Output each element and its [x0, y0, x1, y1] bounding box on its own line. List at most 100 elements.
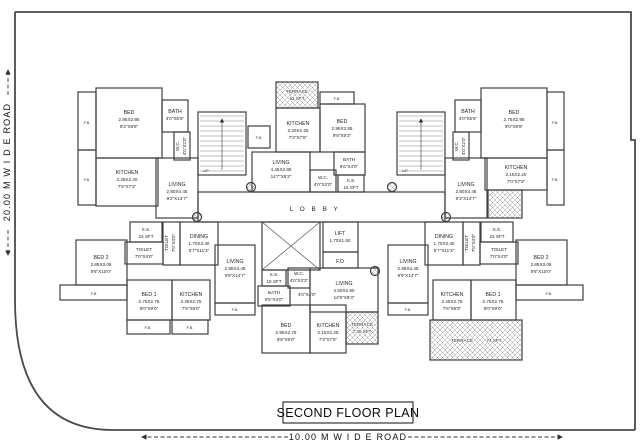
- room-kitchen: KITCHEN 2.25X2.20 7'6"X7'3": [95, 157, 159, 207]
- balcony-label: F.B.: [405, 307, 412, 312]
- room-living: LIVING 4.45X2.80 14'7"X9'2": [251, 151, 311, 193]
- room-dim-ft: 7'0"X7'3": [507, 179, 526, 184]
- room-kitchen: KITCHEN 2.25X2.75 7'6"X9'0": [171, 279, 211, 321]
- room-name: DINING: [435, 234, 453, 240]
- room-outline: [261, 304, 311, 354]
- terrace: TERRACE 74 SFT: [429, 319, 523, 361]
- room-dim-m: 2.15X2.20: [506, 172, 527, 177]
- flat-top-right: W.C. 4'0"X2'0" BATH 4'0"X5'6" BED 2.75X2…: [444, 87, 565, 219]
- room-name: BATH: [268, 290, 280, 295]
- core-ss: S.S. 15 SFT: [261, 269, 287, 287]
- terrace-name: TERRACE: [351, 322, 373, 327]
- room-name: TOILET: [464, 235, 469, 251]
- flat-bottom-left: S.S. 23 SFT TOILET 7'0"X4'0" TOILET 7'0"…: [59, 221, 256, 335]
- room-kitchen: KITCHEN 2.20X2.25 7'3"X7'6": [275, 107, 321, 153]
- room-name: W.C.: [294, 271, 304, 276]
- room-dim-m: 2.75X2.75: [139, 299, 160, 304]
- room-name: KITCHEN: [505, 165, 528, 171]
- room-name: BED 1: [142, 292, 157, 298]
- balcony-label: F.B.: [187, 325, 194, 330]
- room-kitchen: KITCHEN 2.25X2.75 7'6"X9'0": [432, 279, 472, 321]
- room-bed1: BED 1 2.75X2.75 9'0"X9'0": [470, 279, 517, 321]
- page-title: SECOND FLOOR PLAN: [277, 406, 420, 420]
- room-name: BATH: [461, 109, 475, 115]
- room-name: KITCHEN: [287, 121, 310, 127]
- room-name: KITCHEN: [441, 292, 464, 298]
- room-dim-m: 2.85X3.05: [91, 262, 112, 267]
- stair-outline: [396, 111, 446, 176]
- terrace-area: 74 SFT: [486, 338, 501, 343]
- balcony: [126, 319, 171, 335]
- road-bottom-label: 10.00 M W I D E ROAD: [289, 432, 408, 442]
- room-area: 23 SFT: [489, 234, 504, 239]
- room-wc: W.C. 4'0"X2'0": [452, 131, 470, 161]
- room-name: TOILET: [136, 247, 152, 252]
- boundary-left-bottom: [14, 12, 635, 431]
- core-bath: BATH 5'5"X4'0": [257, 285, 291, 307]
- terrace: TERRACE 7.30 SFT: [345, 311, 379, 345]
- room-wc: W.C. 4'0"X2'0": [173, 131, 191, 161]
- room-dim-ft: 4'0"X2'0": [461, 136, 466, 155]
- room-dim-ft: 4'0"X3'3": [290, 278, 309, 283]
- room-dim-ft: 4'0"X5'6": [166, 116, 185, 121]
- core-duct: [261, 221, 321, 271]
- room-dim-ft: 9'0"X9'0": [140, 306, 159, 311]
- room-outline: [155, 157, 199, 219]
- room-outline: [337, 174, 365, 193]
- core-fire-duct: F.D: [322, 251, 359, 269]
- room-name: DINING: [190, 234, 208, 240]
- room-dim-ft: 4'0"X2'0": [314, 182, 333, 187]
- room-bed: BED 2.75X2.95 9'0"X9'8": [480, 87, 548, 159]
- column-marker: [440, 211, 452, 223]
- terrace-name: TERRACE: [451, 338, 473, 343]
- room-dim-ft: 7'6"X9'0": [182, 306, 201, 311]
- room-name: BED: [337, 119, 348, 125]
- terrace-area: 51 SFT: [289, 96, 304, 101]
- room-name: LIVING: [168, 182, 185, 188]
- room-outline: [480, 221, 514, 243]
- room-dim-m: 2.85X3.05: [531, 262, 552, 267]
- room-living: LIVING 2.95X4.45 9'9"X14'7": [387, 244, 429, 304]
- room-dim-m: 2.95X2.85: [332, 126, 353, 131]
- balcony-label: F.B.: [552, 120, 559, 125]
- column-marker: [191, 211, 203, 223]
- room-name: S.S.: [270, 272, 279, 277]
- room-dining: DINING 1.70X3.40 5'7"X11'3": [179, 221, 219, 266]
- room-area: 15 SFT: [343, 185, 358, 190]
- site-boundary: [14, 11, 636, 431]
- room-living: LIVING 4.50X2.80 14'9"X9'3": [309, 267, 379, 313]
- lobby-label: L O B B Y: [290, 206, 341, 213]
- room-dim-ft: 14'7"X9'2": [271, 174, 292, 179]
- room-name: BED 2: [534, 255, 549, 261]
- room-name: W.C.: [175, 141, 180, 151]
- room-dim-ft: 5'5"X4'0": [265, 297, 284, 302]
- terrace-hatch: [345, 311, 379, 345]
- room-outline: [479, 241, 519, 265]
- flat-bottom-right: DINING 1.70X3.40 5'7"X11'3" TOILET 7'0"X…: [387, 221, 584, 361]
- balcony: [387, 302, 429, 316]
- stair-up-label: UP: [203, 168, 209, 173]
- room-dim-ft: 7'0"X4'0": [135, 254, 154, 259]
- flat-center-bottom: LIVING 4.50X2.80 14'9"X9'3" BED 2.95X2.7…: [261, 267, 379, 354]
- room-living: LIVING 2.80X4.45 9'3"X14'7": [444, 157, 488, 219]
- room-outline: [480, 87, 548, 159]
- room-name: LIVING: [272, 160, 289, 166]
- duct-diagonal-2: [261, 221, 321, 271]
- room-wc: W.C. 4'0"X2'0": [309, 169, 337, 193]
- balcony-label: F.B.: [84, 177, 91, 182]
- room-dim-ft: 9'3"X9'8": [120, 124, 139, 129]
- room-dim-ft: 9'6"X10'0": [91, 269, 112, 274]
- room-bath: BATH 4'0"X5'6": [454, 99, 482, 133]
- lobby: L O B B Y: [197, 191, 446, 223]
- staircase-west: UP: [197, 111, 247, 176]
- room-dim-m: 1.70X3.40: [189, 241, 210, 246]
- room-dim-m: 2.80X4.45: [167, 189, 188, 194]
- room-toilet: TOILET 7'0"X4'0": [479, 241, 519, 265]
- road-left-label: 20.00 M W I D E ROAD: [2, 103, 12, 222]
- room-name: BED: [281, 323, 292, 329]
- room-name: BED: [124, 110, 135, 116]
- column-marker: [386, 181, 398, 193]
- room-name: LIVING: [335, 281, 352, 287]
